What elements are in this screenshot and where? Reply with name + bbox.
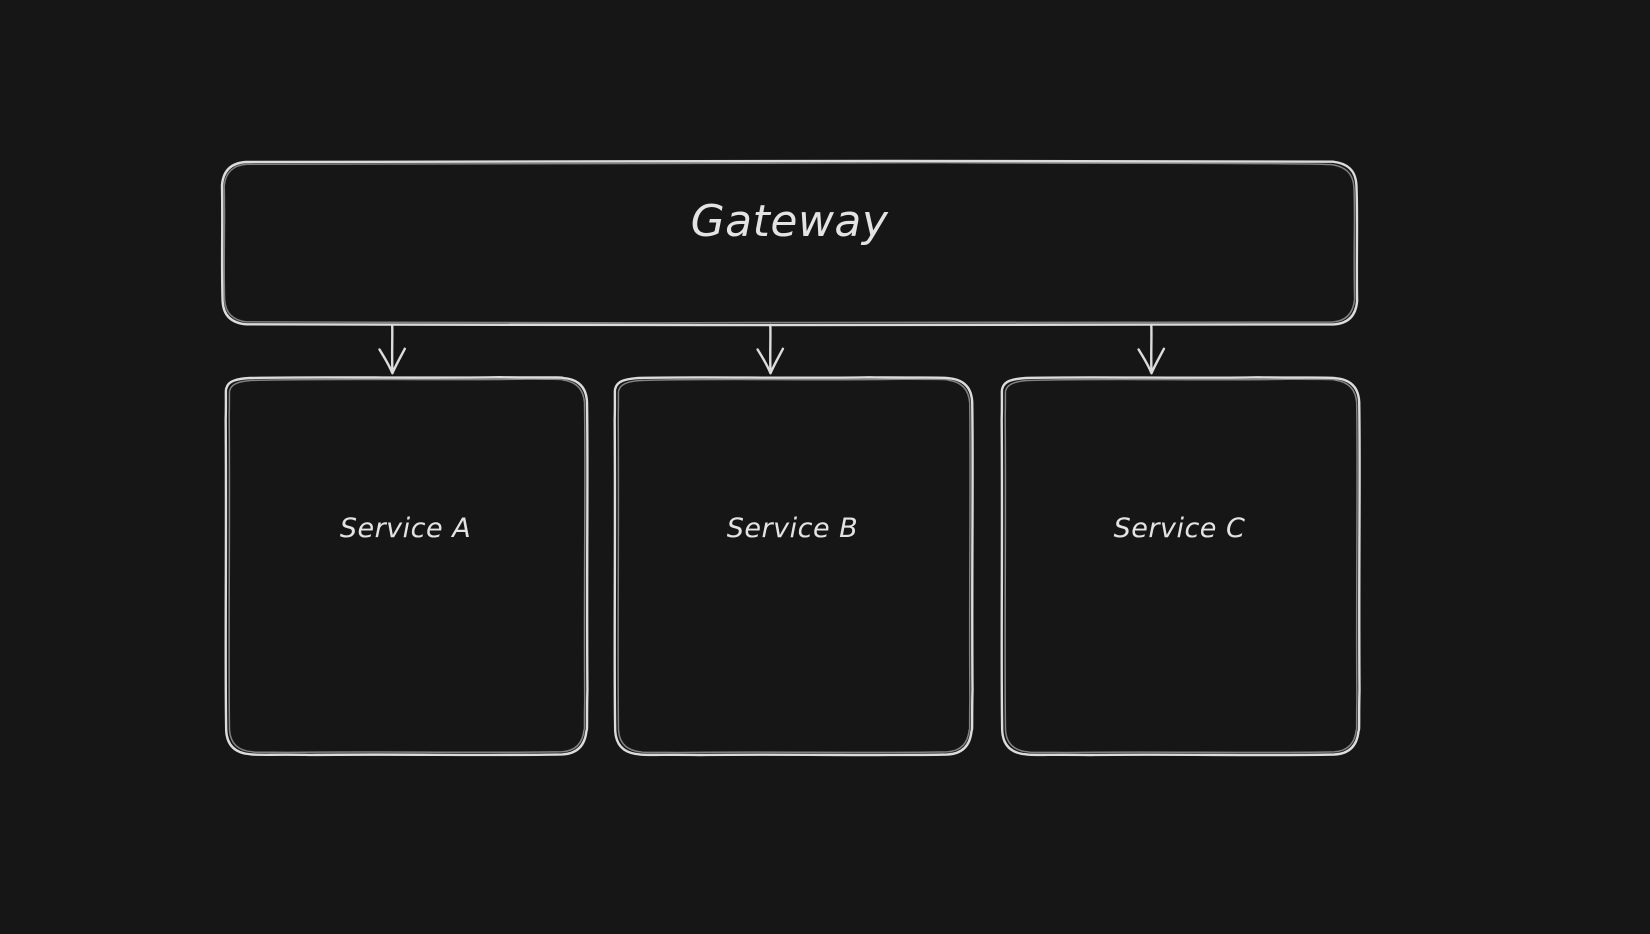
service-c-box-outline: [1000, 376, 1361, 757]
gateway-label: Gateway: [690, 196, 889, 247]
node-service-c[interactable]: [1000, 376, 1361, 757]
service-a-label: Service A: [339, 513, 472, 544]
gateway-box-outline-sketch: [223, 161, 1356, 324]
edge-gateway-to-service-c[interactable]: [1137, 323, 1166, 375]
edge-gateway-to-service-b-arrowhead: [756, 347, 785, 375]
service-a-box-outline: [224, 376, 589, 757]
service-a-box-outline-sketch: [228, 378, 586, 754]
edge-gateway-to-service-c-arrowhead: [1137, 347, 1166, 375]
service-c-box-outline-sketch: [1004, 378, 1358, 754]
node-gateway[interactable]: [220, 159, 1359, 327]
service-c-label: Service C: [1113, 513, 1246, 544]
service-b-box-outline-sketch: [617, 378, 971, 754]
service-b-label: Service B: [726, 513, 859, 544]
edge-gateway-to-service-a[interactable]: [378, 323, 406, 375]
node-service-b[interactable]: [613, 376, 974, 757]
gateway-box-outline: [220, 159, 1359, 327]
service-b-box-outline: [613, 376, 974, 757]
edge-gateway-to-service-a-arrowhead: [378, 347, 406, 375]
node-service-a[interactable]: [224, 376, 589, 757]
edge-gateway-to-service-b[interactable]: [756, 323, 785, 375]
